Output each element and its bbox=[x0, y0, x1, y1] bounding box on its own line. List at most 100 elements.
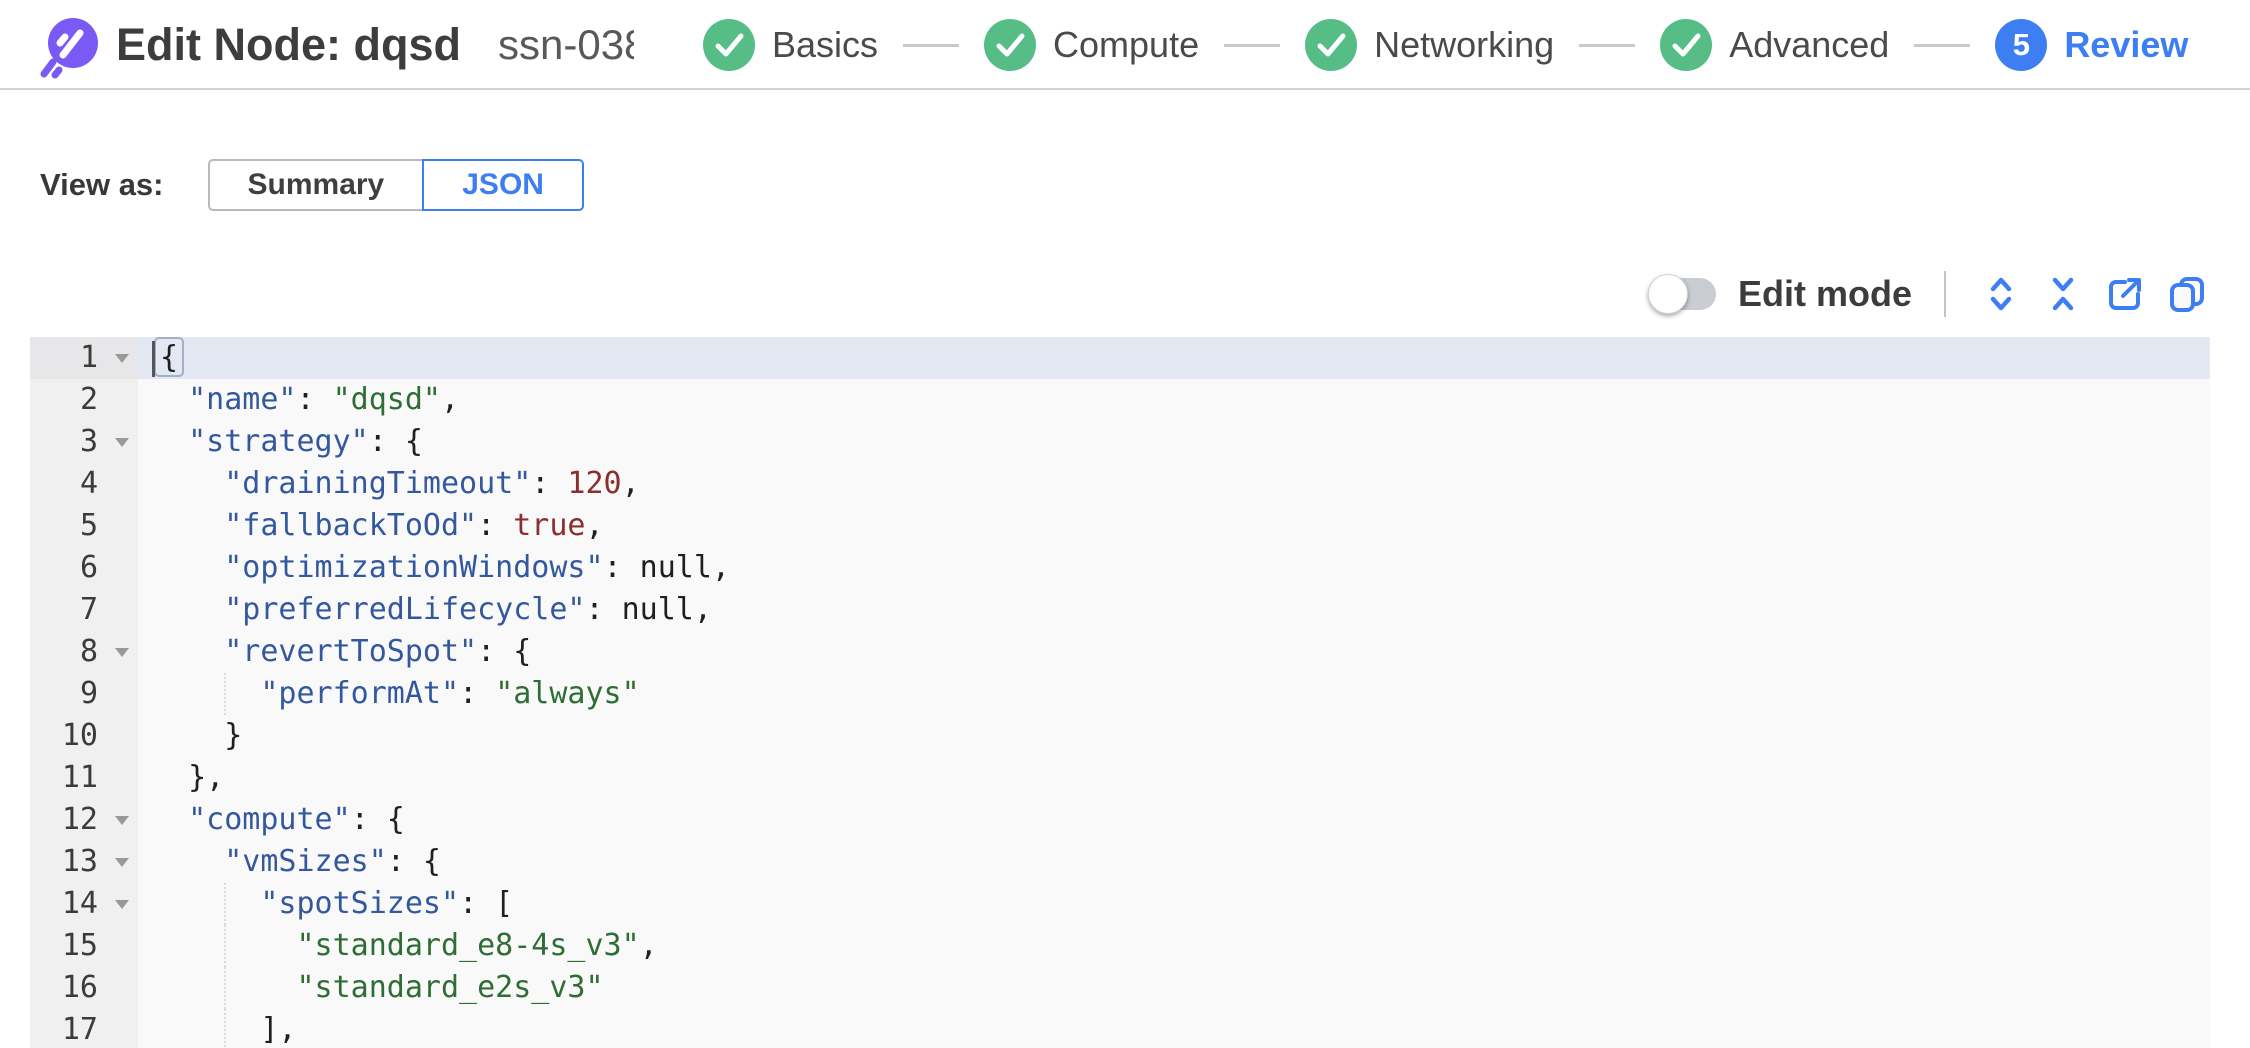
code-content: "performAt": "always" bbox=[138, 673, 2210, 715]
code-line[interactable]: 7 "preferredLifecycle": null, bbox=[30, 589, 2210, 631]
copy-icon[interactable] bbox=[2164, 271, 2210, 317]
code-content: "optimizationWindows": null, bbox=[224, 550, 730, 585]
line-number: 15 bbox=[30, 925, 138, 967]
code-content: "revertToSpot": { bbox=[224, 634, 532, 669]
spot-logo-icon bbox=[40, 18, 98, 79]
code-content: "standard_e2s_v3" bbox=[138, 967, 2210, 1009]
export-icon[interactable] bbox=[2102, 271, 2148, 317]
code-content: "standard_e8-4s_v3", bbox=[138, 925, 2210, 967]
code-content: "name": "dqsd", bbox=[188, 382, 460, 417]
line-number: 13 bbox=[30, 841, 138, 883]
fold-toggle-icon[interactable] bbox=[115, 354, 129, 363]
edit-mode-label: Edit mode bbox=[1737, 273, 1912, 314]
check-icon bbox=[1660, 19, 1713, 71]
line-number: 17 bbox=[30, 1009, 138, 1048]
step-label: Review bbox=[2064, 24, 2189, 65]
line-number: 9 bbox=[30, 673, 138, 715]
code-line[interactable]: 3 "strategy": { bbox=[30, 421, 2210, 463]
fold-toggle-icon[interactable] bbox=[115, 900, 129, 909]
edit-mode-toggle[interactable] bbox=[1647, 274, 1716, 314]
wizard-stepper: Basics Compute Networking Advanced 5 Review bbox=[703, 0, 2188, 90]
code-line[interactable]: 15 "standard_e8-4s_v3", bbox=[30, 925, 2210, 967]
indent-guide bbox=[224, 1009, 226, 1048]
line-number: 12 bbox=[30, 799, 138, 841]
step-number: 5 bbox=[2012, 27, 2030, 62]
code-line[interactable]: 11 }, bbox=[30, 757, 2210, 799]
code-line[interactable]: 14 "spotSizes": [ bbox=[30, 883, 2210, 925]
check-icon bbox=[984, 19, 1037, 71]
code-line[interactable]: 16 "standard_e2s_v3" bbox=[30, 967, 2210, 1009]
step-number-badge: 5 bbox=[1995, 19, 2048, 71]
step-review[interactable]: 5 Review bbox=[1995, 19, 2188, 71]
code-content: "vmSizes": { bbox=[224, 844, 441, 879]
line-number: 1 bbox=[30, 337, 138, 379]
indent-guide bbox=[224, 925, 226, 967]
code-content: "preferredLifecycle": null, bbox=[224, 592, 712, 627]
code-line[interactable]: 2 "name": "dqsd", bbox=[30, 379, 2210, 421]
line-number: 2 bbox=[30, 379, 138, 421]
view-as-control: View as: Summary JSON bbox=[40, 159, 584, 211]
text-cursor bbox=[152, 340, 155, 377]
code-line[interactable]: 5 "fallbackToOd": true, bbox=[30, 505, 2210, 547]
json-code-editor[interactable]: 1{2 "name": "dqsd",3 "strategy": {4 "dra… bbox=[30, 337, 2210, 1048]
fold-toggle-icon[interactable] bbox=[115, 648, 129, 657]
fold-toggle-icon[interactable] bbox=[115, 816, 129, 825]
code-line[interactable]: 8 "revertToSpot": { bbox=[30, 631, 2210, 673]
code-content: } bbox=[152, 718, 243, 753]
line-number: 11 bbox=[30, 757, 138, 799]
step-connector bbox=[1579, 43, 1636, 47]
step-label: Basics bbox=[772, 24, 879, 65]
line-number: 6 bbox=[30, 547, 138, 589]
step-basics[interactable]: Basics bbox=[703, 19, 878, 71]
fold-toggle-icon[interactable] bbox=[115, 858, 129, 867]
code-line[interactable]: 13 "vmSizes": { bbox=[30, 841, 2210, 883]
code-content: }, bbox=[152, 760, 225, 795]
fold-toggle-icon[interactable] bbox=[115, 438, 129, 447]
step-connector bbox=[903, 43, 960, 47]
line-number: 16 bbox=[30, 967, 138, 1009]
code-line[interactable]: 12 "compute": { bbox=[30, 799, 2210, 841]
line-number: 8 bbox=[30, 631, 138, 673]
matched-bracket: { bbox=[154, 337, 185, 377]
step-label: Networking bbox=[1374, 24, 1555, 65]
step-connector bbox=[1914, 43, 1971, 47]
code-line[interactable]: 10 } bbox=[30, 715, 2210, 757]
step-connector bbox=[1224, 43, 1281, 47]
summary-tab[interactable]: Summary bbox=[207, 159, 425, 211]
line-number: 4 bbox=[30, 463, 138, 505]
collapse-all-icon[interactable] bbox=[2040, 271, 2086, 317]
line-number: 5 bbox=[30, 505, 138, 547]
step-label: Compute bbox=[1053, 24, 1200, 65]
code-content: "compute": { bbox=[188, 802, 405, 837]
code-content: { bbox=[138, 337, 2210, 379]
json-tab[interactable]: JSON bbox=[422, 159, 584, 211]
editor-toolbar: Edit mode bbox=[1647, 266, 2210, 322]
indent-guide bbox=[224, 883, 226, 925]
line-number: 3 bbox=[30, 421, 138, 463]
code-content: "fallbackToOd": true, bbox=[224, 508, 604, 543]
code-line[interactable]: 6 "optimizationWindows": null, bbox=[30, 547, 2210, 589]
step-networking[interactable]: Networking bbox=[1305, 19, 1554, 71]
code-line[interactable]: 4 "drainingTimeout": 120, bbox=[30, 463, 2210, 505]
toggle-knob[interactable] bbox=[1647, 274, 1688, 314]
code-line[interactable]: 9 "performAt": "always" bbox=[30, 673, 2210, 715]
check-icon bbox=[1305, 19, 1358, 71]
node-id: ssn-038 bbox=[498, 21, 634, 68]
line-number: 10 bbox=[30, 715, 138, 757]
view-as-label: View as: bbox=[40, 167, 164, 202]
expand-all-icon[interactable] bbox=[1978, 271, 2024, 317]
code-content: ], bbox=[138, 1009, 2210, 1048]
code-content: "spotSizes": [ bbox=[138, 883, 2210, 925]
code-line[interactable]: 1{ bbox=[30, 337, 2210, 379]
code-content: "strategy": { bbox=[188, 424, 423, 459]
code-line[interactable]: 17 ], bbox=[30, 1009, 2210, 1048]
step-compute[interactable]: Compute bbox=[984, 19, 1199, 71]
step-advanced[interactable]: Advanced bbox=[1660, 19, 1889, 71]
toolbar-divider bbox=[1944, 271, 1946, 317]
check-icon bbox=[703, 19, 755, 71]
step-label: Advanced bbox=[1729, 24, 1890, 65]
indent-guide bbox=[224, 967, 226, 1009]
indent-guide bbox=[224, 673, 226, 715]
line-number: 14 bbox=[30, 883, 138, 925]
